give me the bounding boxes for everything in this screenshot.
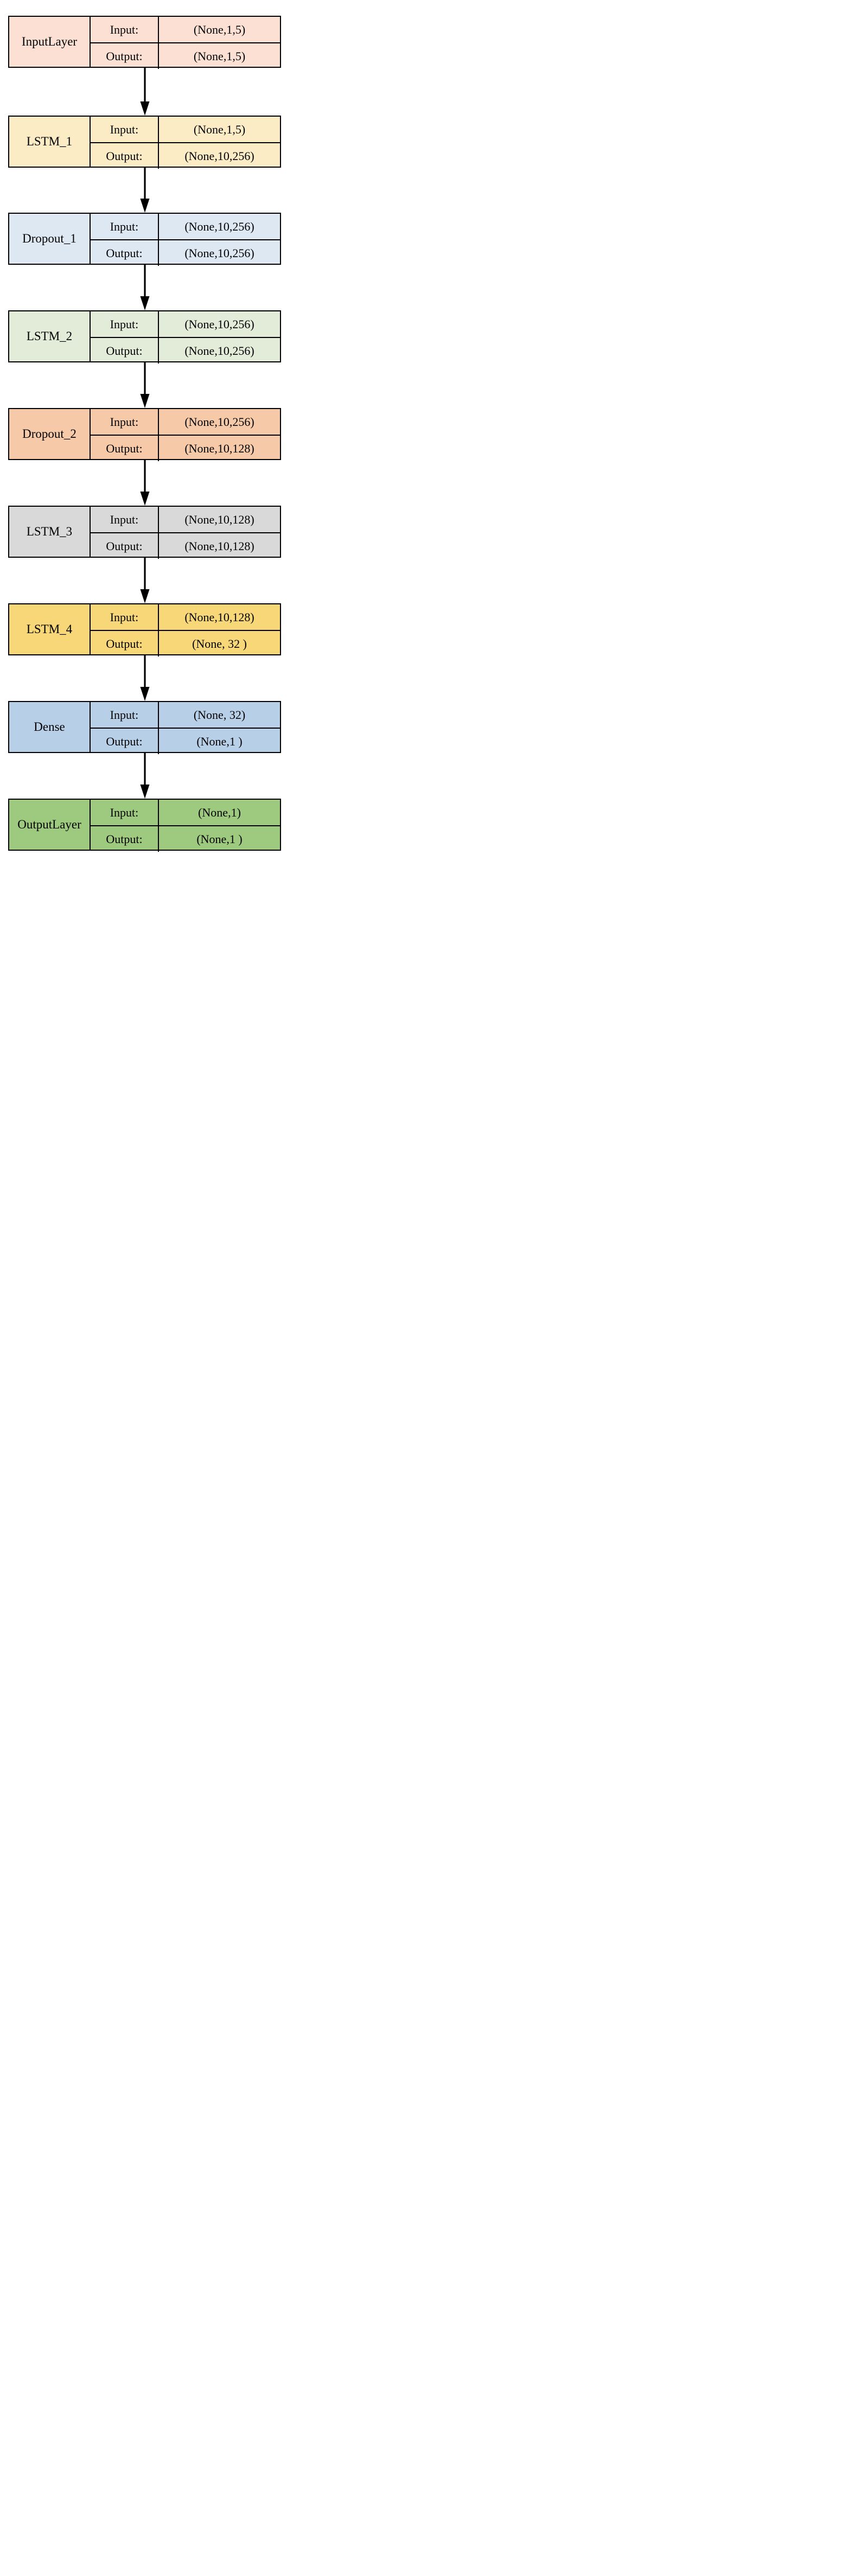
layer-io-table: Input: (None,10,128) Output: (None,10,128) [91,507,280,559]
arrow-connector [0,655,289,701]
output-shape-value: (None, 32 ) [192,636,247,651]
input-label: Input: [91,117,159,142]
layer-io-table: Input: (None,10,256) Output: (None,10,128) [91,409,280,461]
layer-input-row: Input: (None,1,5) [91,17,280,43]
input-shape-value: (None,10,256) [184,317,254,331]
arrow-connector [0,362,289,408]
layer-io-table: Input: (None, 32) Output: (None,1 ) [91,702,280,754]
layer-io-table: Input: (None,1,5) Output: (None,10,256) [91,117,280,169]
layer-output-row: Output: (None,10,256) [91,143,280,169]
input-shape-value: (None,10,128) [184,610,254,624]
input-shape-value: (None,1,5) [193,22,246,36]
layer-io-table: Input: (None,1) Output: (None,1 ) [91,800,280,852]
output-label: Output: [91,533,159,559]
output-shape-value: (None,10,256) [184,246,254,260]
output-shape-value: (None,1 ) [196,734,243,748]
output-label: Output: [91,338,159,364]
arrow-connector [0,265,289,310]
input-label: Input: [91,214,159,239]
layer-output-row: Output: (None,10,256) [91,240,280,266]
input-label: Input: [91,17,159,42]
input-label: Input: [91,311,159,337]
layer-input-row: Input: (None,10,256) [91,214,280,240]
input-shape-value: (None, 32) [193,707,246,722]
layer-input-row: Input: (None,10,128) [91,507,280,533]
output-label: Output: [91,826,159,852]
layer-input-row: Input: (None, 32) [91,702,280,729]
arrow-connector [0,558,289,603]
input-label: Input: [91,604,159,630]
layer-io-table: Input: (None,1,5) Output: (None,1,5) [91,17,280,69]
layer-output-row: Output: (None,10,128) [91,436,280,461]
layer-output-row: Output: (None, 32 ) [91,631,280,656]
input-shape-value: (None,10,256) [184,219,254,233]
layer-name: InputLayer [9,17,91,67]
arrow-connector [0,753,289,799]
layer-io-table: Input: (None,10,256) Output: (None,10,256) [91,214,280,266]
input-shape-value: (None,1) [198,805,241,819]
output-label: Output: [91,631,159,656]
layer-name: Dropout_1 [9,214,91,264]
output-shape-value: (None,10,128) [184,441,254,455]
output-label: Output: [91,729,159,754]
output-shape-value: (None,10,256) [184,149,254,163]
input-shape-value: (None,1,5) [193,122,246,136]
layer-name: Dropout_2 [9,409,91,459]
layer-output-row: Output: (None,1 ) [91,826,280,852]
output-label: Output: [91,436,159,461]
layer-output-row: Output: (None,1 ) [91,729,280,754]
layer-input-row: Input: (None,10,256) [91,409,280,436]
layer-io-table: Input: (None,10,128) Output: (None, 32 ) [91,604,280,656]
input-shape-value: (None,10,256) [184,415,254,429]
output-label: Output: [91,43,159,69]
output-label: Output: [91,240,159,266]
input-label: Input: [91,409,159,435]
layer-output-row: Output: (None,1,5) [91,43,280,69]
layer-input-row: Input: (None,1) [91,800,280,826]
layer-name: LSTM_1 [9,117,91,167]
layer-output-row: Output: (None,10,128) [91,533,280,559]
output-shape-value: (None,10,128) [184,539,254,553]
output-label: Output: [91,143,159,169]
input-label: Input: [91,507,159,532]
input-label: Input: [91,800,159,825]
output-shape-value: (None,10,256) [184,343,254,358]
arrow-connector [0,68,289,116]
layer-name: OutputLayer [9,800,91,850]
layer-name: LSTM_2 [9,311,91,361]
layer-io-table: Input: (None,10,256) Output: (None,10,256) [91,311,280,364]
layer-name: Dense [9,702,91,752]
layer-output-row: Output: (None,10,256) [91,338,280,364]
arrow-connector [0,460,289,506]
input-shape-value: (None,10,128) [184,512,254,526]
output-shape-value: (None,1,5) [193,49,246,63]
output-shape-value: (None,1 ) [196,832,243,846]
layer-name: LSTM_4 [9,604,91,654]
layer-name: LSTM_3 [9,507,91,557]
layer-input-row: Input: (None,1,5) [91,117,280,143]
layer-input-row: Input: (None,10,256) [91,311,280,338]
input-label: Input: [91,702,159,728]
arrow-connector [0,168,289,213]
layer-input-row: Input: (None,10,128) [91,604,280,631]
